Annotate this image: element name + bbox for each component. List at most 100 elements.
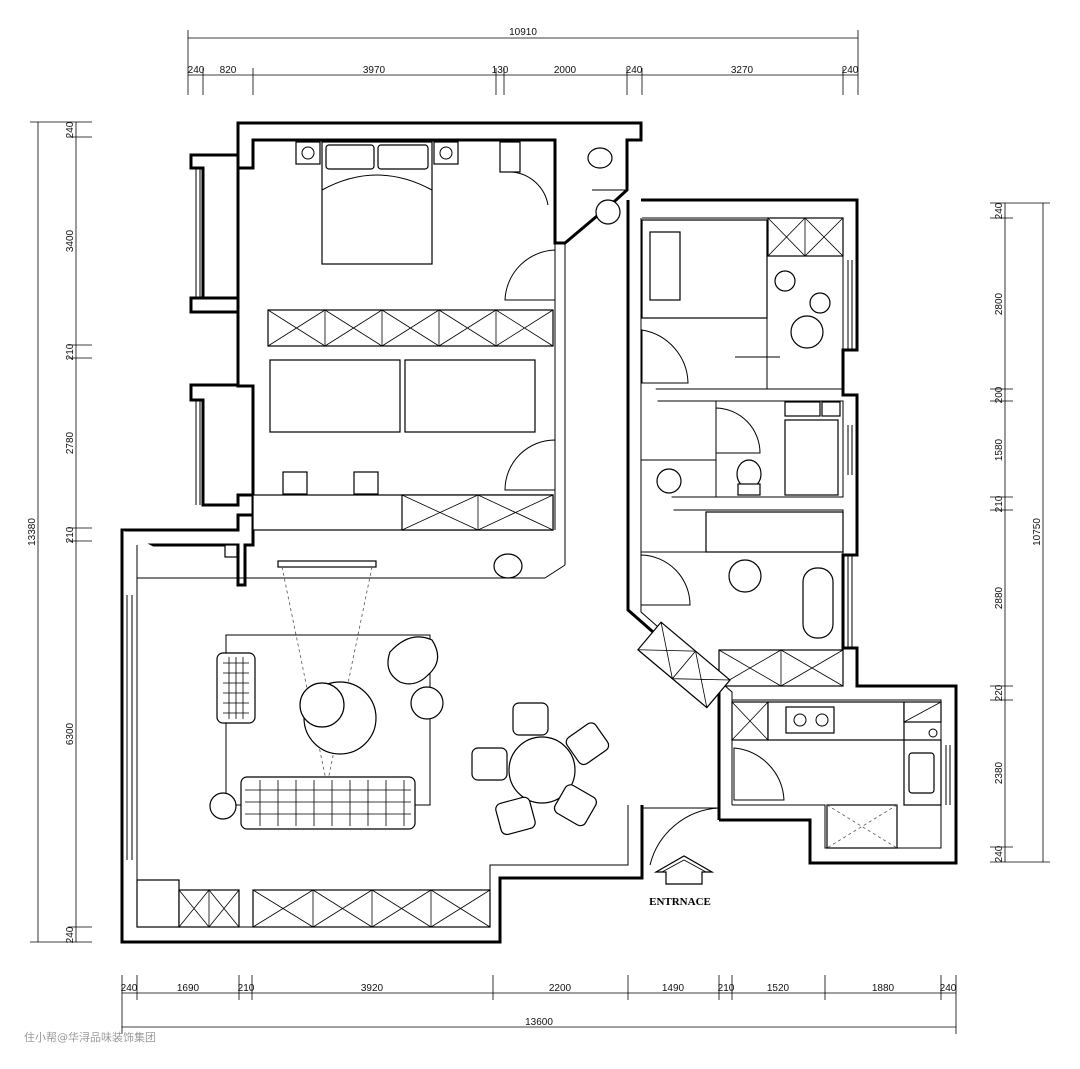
top-dim-2: 820: [220, 65, 237, 76]
sofa-bed-right: [404, 359, 536, 433]
dining-table: [508, 736, 576, 804]
dining-chair-1: [512, 702, 549, 736]
armchair-left-pattern: [223, 657, 249, 719]
kitchen-sink-icon: [908, 752, 935, 794]
top-total-dimension: 10910: [509, 27, 537, 38]
windows: [126, 168, 951, 860]
study-chair-2: [353, 471, 379, 495]
wall-living-left: [120, 530, 644, 944]
study-room: [252, 359, 556, 531]
washbasin: [595, 199, 621, 225]
left-dim-4: 2780: [65, 431, 76, 454]
single-bed-pillow: [649, 231, 681, 301]
right-dimension-chain: [990, 202, 1050, 863]
stool-2: [809, 292, 831, 314]
entrance: ENTRNACE: [642, 807, 720, 908]
cooktop-icon: [785, 706, 835, 734]
bottom-dim-7: 210: [718, 983, 735, 994]
toilet: [587, 147, 613, 169]
bathroom-door-swing: [715, 407, 761, 454]
angled-cabinet: [637, 621, 731, 709]
nightstand-left: [295, 141, 321, 165]
corner-cabinet: [136, 879, 180, 928]
master-bedroom: [267, 141, 625, 347]
left-dim-7: 240: [65, 926, 76, 943]
desk-long: [705, 511, 844, 553]
entrance-label: ENTRNACE: [649, 896, 711, 908]
bathtub-shaped-bed: [802, 567, 834, 639]
tv-unit: [277, 560, 377, 568]
watermark: 住小帮@华浔品味装饰集团: [24, 1030, 156, 1044]
study-chair-1: [282, 471, 308, 495]
right-dimension-labels: 240 2800 200 1580 210 2880 220 2380 240 …: [994, 202, 1043, 862]
stool-1: [774, 270, 796, 292]
left-dim-5: 210: [65, 526, 76, 543]
top-dim-6: 240: [626, 65, 643, 76]
living-room: [136, 544, 610, 928]
bottom-dim-8: 1520: [767, 983, 790, 994]
dining-chair-3: [553, 784, 597, 827]
ensuite-sink-cabinet: [499, 141, 521, 173]
top-dim-5: 2000: [554, 65, 577, 76]
bottom-dimension-chain: [121, 975, 957, 1034]
left-dimension-labels: 13380 240 3400 210 2780 210 6300 240: [27, 121, 76, 943]
left-dim-6: 6300: [65, 722, 76, 745]
plant-pot: [493, 553, 523, 579]
top-dim-7: 3270: [731, 65, 754, 76]
ensuite-door-swing: [511, 171, 549, 206]
bath-basin: [656, 468, 682, 494]
bottom-dim-10: 240: [940, 983, 957, 994]
bottom-dim-5: 2200: [549, 983, 572, 994]
bottom-dim-1: 240: [121, 983, 138, 994]
bottom-dimension-labels: 240 1690 210 3920 2200 1490 210 1520 188…: [121, 983, 957, 1028]
sofa-pattern: [245, 780, 411, 826]
pillow-left: [325, 144, 375, 170]
living-bottom-cabinet: [178, 889, 491, 928]
top-dimension-chain: [187, 30, 859, 95]
bedroom2-wardrobe: [767, 217, 844, 257]
entrance-arrow-icon: [653, 855, 715, 885]
wall-right-block-inner: [628, 217, 844, 390]
second-bedroom: [641, 217, 844, 389]
left-total-dimension: 13380: [27, 518, 38, 546]
right-dim-9: 240: [994, 845, 1005, 862]
bedroom-door-swing: [504, 249, 556, 301]
right-dim-1: 240: [994, 202, 1005, 219]
right-dim-6: 2880: [994, 586, 1005, 609]
sofa-bed-left: [269, 359, 401, 433]
kitchen-door-swing: [733, 747, 785, 801]
top-dim-3: 3970: [363, 65, 386, 76]
study-cabinet: [401, 494, 554, 531]
bottom-total-dimension: 13600: [525, 1017, 553, 1028]
kids-room: [637, 511, 844, 709]
pillar-icon: [224, 544, 238, 558]
pillow-right: [377, 144, 429, 170]
dining-chair-5: [471, 747, 508, 781]
bedroom2-door-swing: [641, 329, 689, 384]
bottom-dim-3: 210: [238, 983, 255, 994]
kitchen-upper-counter: [731, 701, 942, 741]
right-dim-8: 2380: [994, 761, 1005, 784]
bath-shelf-2: [821, 401, 841, 417]
left-dimension-chain: [30, 121, 92, 943]
kids-door-swing: [640, 554, 691, 606]
bottom-dim-2: 1690: [177, 983, 200, 994]
lamp-right-icon: [439, 146, 453, 160]
right-dim-2: 2800: [994, 292, 1005, 315]
bottom-dim-6: 1490: [662, 983, 685, 994]
right-total-dimension: 10750: [1032, 518, 1043, 546]
kids-cabinet: [718, 649, 844, 687]
right-dim-4: 1580: [994, 438, 1005, 461]
tap-icon: [928, 728, 938, 738]
left-dim-1: 240: [65, 121, 76, 138]
shower-tray: [784, 419, 839, 496]
top-dimension-labels: 10910 240 820 3970 130 2000 240 3270 240: [188, 27, 859, 76]
top-dim-4: 130: [492, 65, 509, 76]
bottom-dim-4: 3920: [361, 983, 384, 994]
toilet-tank: [737, 483, 761, 496]
lamp-left-icon: [301, 146, 315, 160]
left-dim-2: 3400: [65, 229, 76, 252]
study-door-swing: [504, 439, 556, 491]
right-dim-3: 200: [994, 386, 1005, 403]
